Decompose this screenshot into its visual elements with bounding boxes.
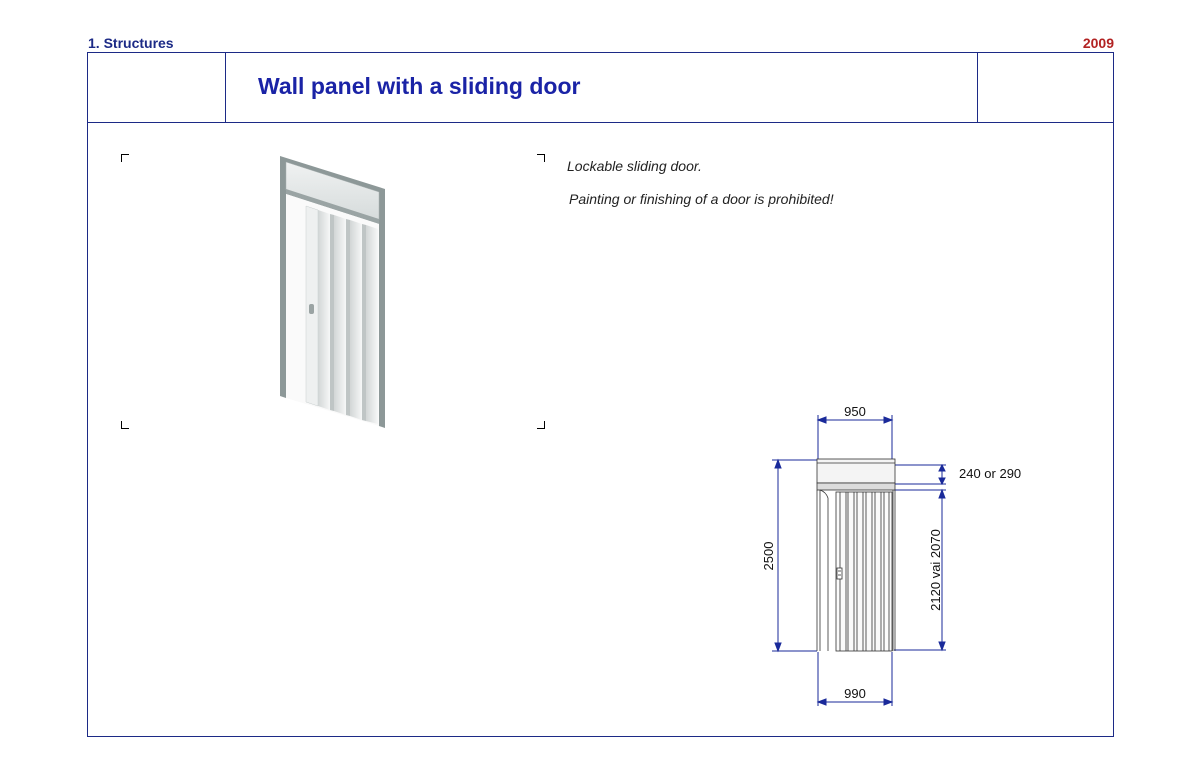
elevation-rail	[816, 482, 896, 491]
mid-rail	[286, 189, 379, 224]
image-corner-bottom-right	[537, 421, 545, 429]
right-post	[379, 190, 385, 428]
section-label: 1. Structures	[88, 35, 174, 51]
door-slat	[362, 224, 366, 421]
drawing-sheet: Wall panel with a sliding door Lockable …	[87, 52, 1114, 737]
image-corner-bottom-left	[121, 421, 129, 429]
year-label: 2009	[1082, 35, 1114, 51]
door-slat	[350, 220, 362, 420]
dim-transom-height: 240 or 290	[959, 466, 1021, 481]
door-handle	[309, 304, 314, 314]
description-line-1: Lockable sliding door.	[567, 158, 702, 174]
door-slat	[318, 210, 330, 410]
image-corner-top-right	[537, 154, 545, 162]
door-slat	[330, 214, 334, 411]
image-corner-top-left	[121, 154, 129, 162]
left-post	[280, 158, 286, 398]
door-slat	[366, 225, 378, 424]
page-title: Wall panel with a sliding door	[258, 73, 581, 99]
title-block: Wall panel with a sliding door	[88, 53, 1113, 123]
top-rail	[280, 156, 385, 194]
door-slat	[334, 215, 346, 415]
elevation-handle	[836, 567, 843, 580]
dim-door-height: 2120 vai 2070	[928, 529, 943, 611]
door-slat	[346, 219, 350, 416]
title-cell-left	[88, 53, 226, 122]
title-cell-right	[977, 53, 1114, 122]
dim-bottom-width: 990	[844, 686, 866, 701]
dim-overall-height: 2500	[761, 542, 776, 571]
description-line-2: Painting or finishing of a door is prohi…	[569, 191, 834, 207]
dim-top-width: 950	[844, 404, 866, 419]
